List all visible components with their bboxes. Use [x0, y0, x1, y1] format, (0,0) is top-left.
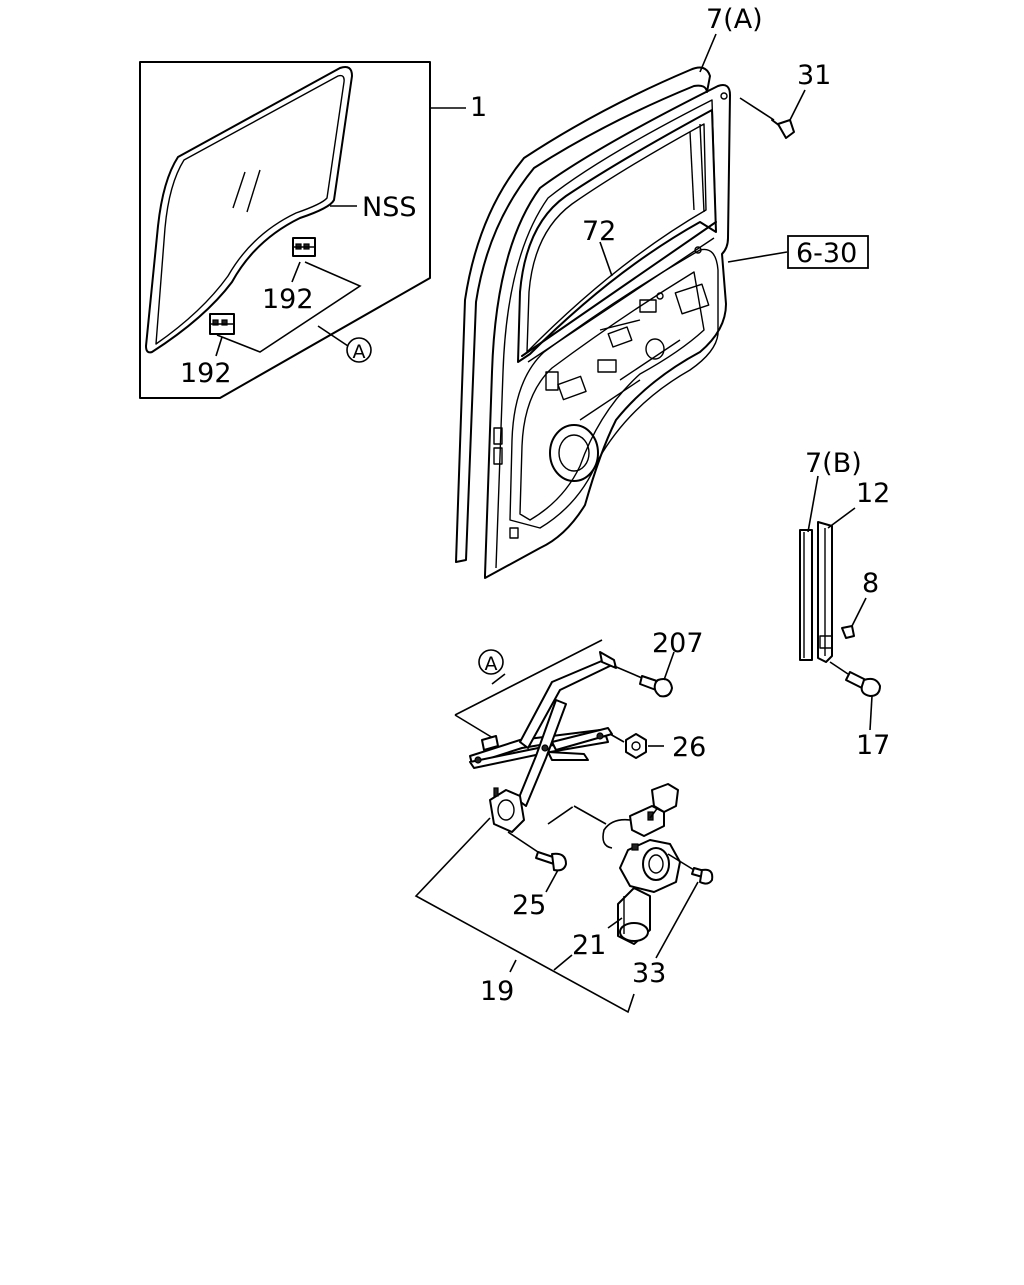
callout-a-upper: A: [353, 341, 366, 363]
callout-207: 207: [652, 628, 704, 659]
callout-17: 17: [856, 730, 890, 761]
reference-box: [787, 235, 869, 269]
bolt-17: [829, 661, 881, 731]
regulator-motor: [602, 783, 681, 945]
assembly-bracket: [414, 817, 635, 1014]
door-glass: [145, 66, 353, 354]
screw-25: [507, 831, 567, 893]
callout-7b: 7(B): [805, 448, 862, 479]
callout-12: 12: [856, 478, 890, 509]
nut-26: [609, 733, 664, 759]
glass-channel-upper: [292, 237, 316, 257]
callout-1: 1: [470, 92, 487, 123]
guide-rail: [817, 521, 833, 663]
glass-channel-lower: [209, 313, 235, 335]
callout-19: 19: [480, 976, 514, 1007]
callout-192-upper: 192: [262, 284, 314, 315]
callout-a-circle-upper: A: [346, 337, 372, 363]
bolt-207: [613, 651, 675, 698]
window-regulator: [469, 651, 617, 833]
callout-nss: NSS: [362, 192, 416, 223]
callout-192-lower: 192: [180, 358, 232, 389]
callout-25: 25: [512, 890, 546, 921]
callout-6-30: 6-30: [796, 238, 857, 269]
callout-33: 33: [632, 958, 666, 989]
callout-a-circle-lower: A: [478, 649, 504, 675]
callout-72: 72: [582, 216, 616, 247]
callout-21: 21: [572, 930, 606, 961]
callout-26: 26: [672, 732, 706, 763]
callout-8: 8: [862, 568, 879, 599]
door-panel: [484, 84, 731, 579]
run-channel: [799, 529, 813, 661]
callout-7a: 7(A): [706, 4, 763, 35]
glass-inset-box: [139, 61, 431, 399]
screw-8: [841, 597, 867, 639]
screw-33: [655, 853, 714, 959]
clip-31: [739, 89, 806, 139]
callout-31: 31: [797, 60, 831, 91]
callout-a-lower: A: [485, 653, 498, 675]
